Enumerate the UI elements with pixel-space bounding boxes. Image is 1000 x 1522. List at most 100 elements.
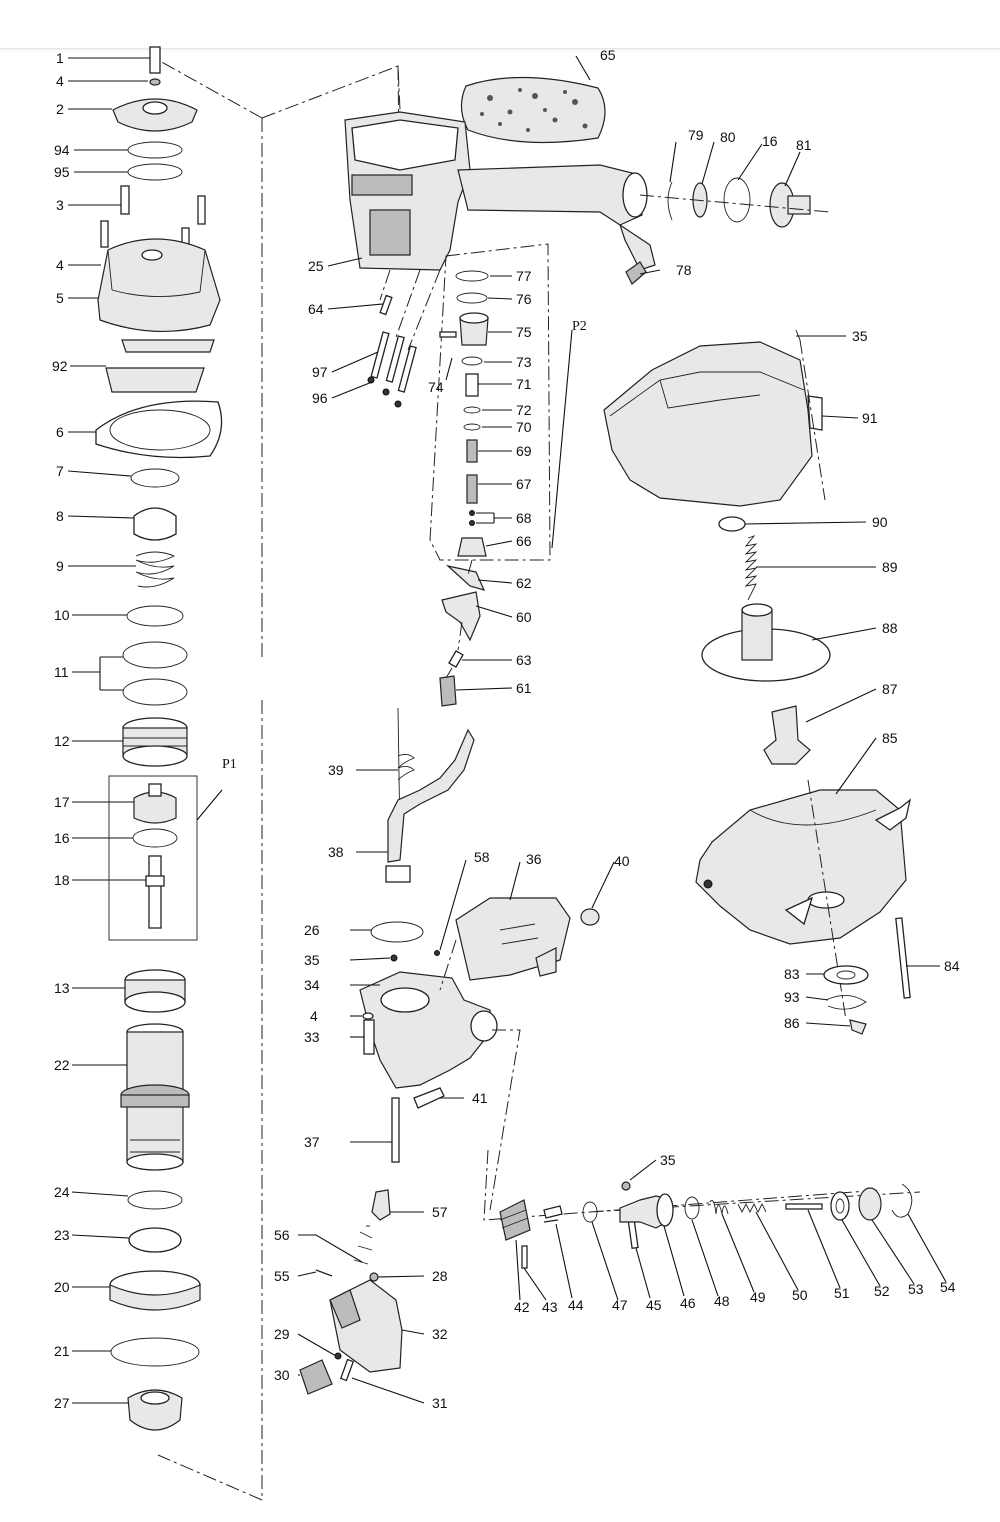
part-handle-grip [460,76,606,144]
callout-8: 8 [56,508,64,524]
callout-67: 67 [516,476,532,492]
part-trigger-60 [441,591,481,642]
callout-5: 5 [56,290,64,306]
callout-2: 2 [56,101,64,117]
callout-39: 39 [328,762,344,778]
part-bushing-40 [580,908,600,926]
callout-16: 16 [54,830,70,846]
callout-83: 83 [784,966,800,982]
part-ball-68 [469,510,475,516]
part-handle-arm [457,164,643,226]
part-nut-66 [457,537,487,557]
callout-55: 55 [274,1268,290,1284]
callout-29: 29 [274,1326,290,1342]
part-ring-76 [456,292,488,304]
callout-97: 97 [312,364,328,380]
callout-73: 73 [516,354,532,370]
latch-assembly [299,1189,403,1395]
part-spring-89 [744,535,758,601]
callout-40: 40 [614,853,630,869]
callout-labels: 1 4 2 94 95 3 4 5 92 6 7 8 9 10 11 12 17… [52,47,960,1411]
callout-32: 32 [432,1326,448,1342]
callout-61: 61 [516,680,532,696]
part-gasket-plate-a [121,339,215,353]
callout-12: 12 [54,733,70,749]
callout-11: 11 [54,664,69,680]
part-ring-73 [461,356,483,366]
callout-89: 89 [882,559,898,575]
callout-78: 78 [676,262,692,278]
callout-9: 9 [56,558,64,574]
callout-13: 13 [54,980,70,996]
callout-81: 81 [796,137,812,153]
callout-49: 49 [750,1289,766,1305]
part-ring-47 [582,1201,598,1223]
callout-48: 48 [714,1293,730,1309]
callout-63: 63 [516,652,532,668]
callout-20: 20 [54,1279,70,1295]
part-spring-9 [135,551,176,588]
part-stem [148,855,162,929]
callout-36: 36 [526,851,542,867]
part-pin-37 [391,1097,400,1163]
part-stem-71 [465,373,479,397]
callout-37: 37 [304,1134,320,1150]
callout-51: 51 [834,1285,850,1301]
part-pin-35c [621,1181,631,1191]
callout-93: 93 [784,989,800,1005]
callout-17: 17 [54,794,70,810]
part-magazine-cover-91 [603,341,813,507]
callout-88: 88 [882,620,898,636]
callout-95: 95 [54,164,70,180]
callout-23: 23 [54,1227,70,1243]
callout-50: 50 [792,1287,808,1303]
part-trigger-62 [445,564,486,591]
nose-assembly [359,897,600,1211]
part-pin-97 [370,331,390,379]
part-pivot-78 [625,261,647,285]
part-pin-58 [434,950,440,956]
callout-65: 65 [600,47,616,63]
body-housing-assembly [344,76,831,408]
callout-80: 80 [720,129,736,145]
part-pin-55 [315,1269,333,1277]
callout-64: 64 [308,301,324,317]
magazine-assembly [603,329,912,1035]
part-block-61 [439,675,457,707]
callout-4: 4 [56,257,64,273]
feeder-arm-parts [385,707,475,883]
part-block-42 [499,1199,531,1241]
part-stem-51 [785,1203,823,1210]
part-pin-67 [466,474,478,504]
callout-84: 84 [944,958,960,974]
callout-45: 45 [646,1297,662,1313]
callout-31: 31 [432,1395,448,1411]
callout-3: 3 [56,197,64,213]
part-spring-56 [353,1225,373,1265]
callout-62: 62 [516,575,532,591]
part-valve-17 [133,791,177,824]
callout-94: 94 [54,142,70,158]
part-valve-cap [133,507,177,541]
part-pin-86 [849,1019,867,1035]
callout-22: 22 [54,1057,70,1073]
callout-21: 21 [54,1343,70,1359]
group-label-p2: P2 [572,319,587,334]
part-o-ring-95 [127,163,183,181]
callout-92: 92 [52,358,68,374]
valve-assembly [483,1149,921,1269]
callout-74: 74 [428,379,444,395]
part-ball-96 [367,376,375,384]
center-leader-lines [297,55,801,1404]
trigger-parts [439,559,486,707]
part-cap-53 [858,1187,882,1221]
part-ring-72 [463,406,481,414]
left-stack-parts [95,46,223,1431]
callout-30: 30 [274,1367,290,1383]
part-pin-44 [543,1205,563,1219]
part-ring-10 [126,605,184,627]
part-ring-16 [132,828,178,848]
group-label-p1: P1 [222,757,237,772]
callout-72: 72 [516,402,532,418]
